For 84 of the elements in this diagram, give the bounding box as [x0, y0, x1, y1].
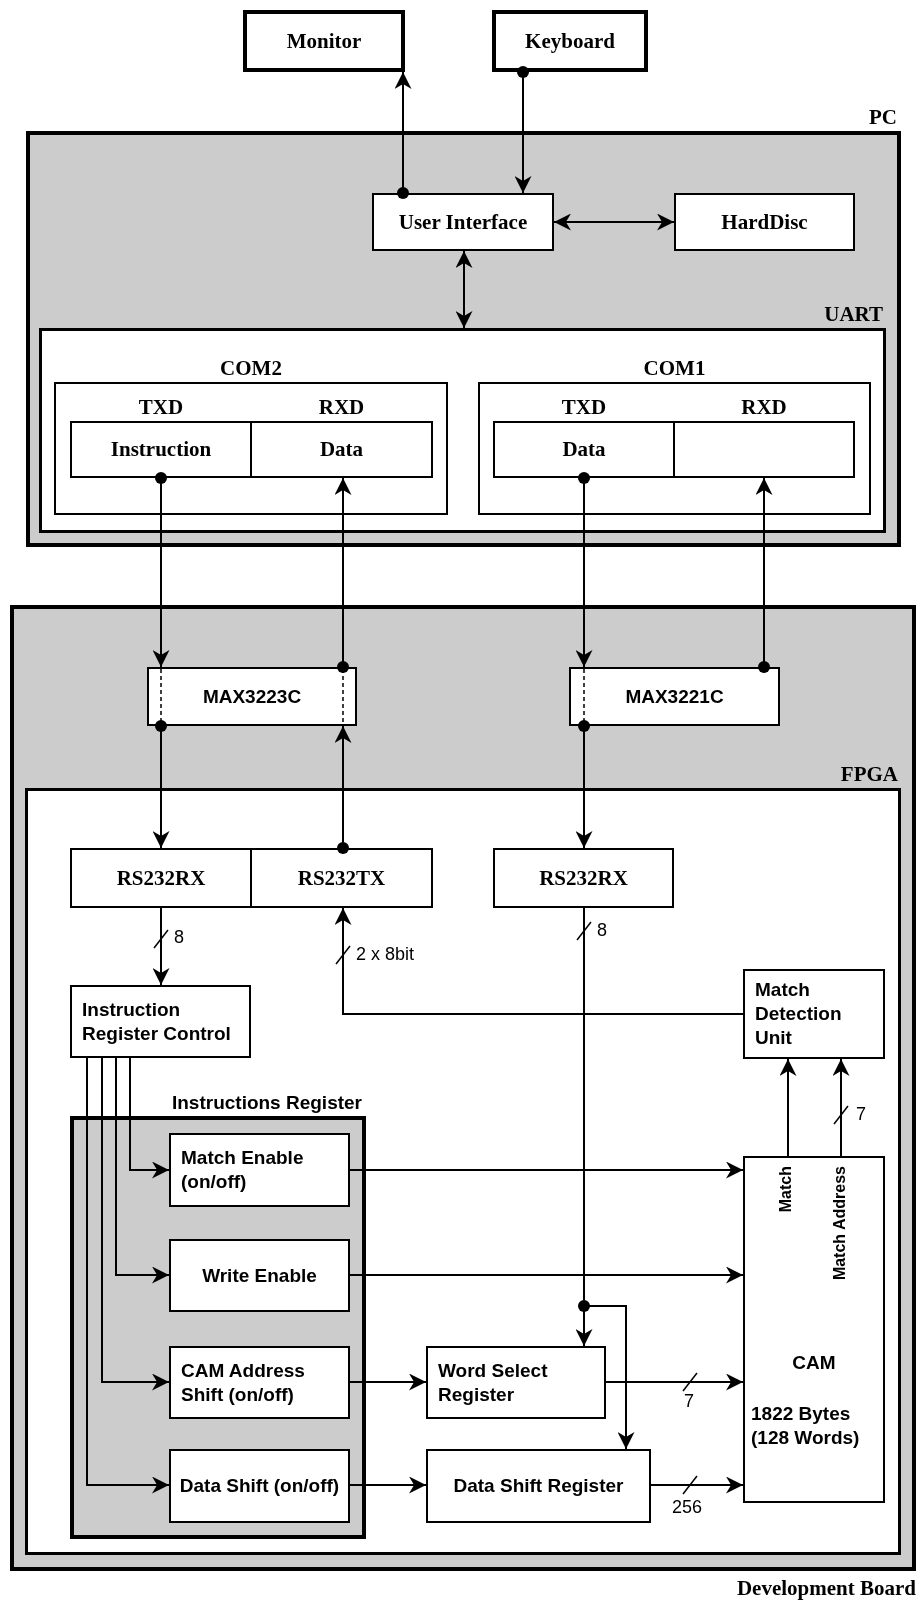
edge-label: 7 — [856, 1103, 866, 1126]
arrow — [349, 1373, 427, 1391]
arrow — [605, 1373, 744, 1391]
block-box — [674, 193, 855, 251]
arrow — [455, 250, 473, 329]
heading-label: COM1 — [642, 354, 707, 381]
heading-label: COM2 — [219, 354, 283, 381]
edge-label: 2 x 8bit — [356, 943, 415, 966]
arrow — [334, 725, 352, 854]
box-label: Monitor — [286, 27, 362, 55]
heading-label: Development Board — [736, 1575, 916, 1602]
box-label: Keyboard — [525, 27, 615, 55]
arrow — [152, 720, 170, 849]
block-box — [70, 848, 252, 908]
box-label: RS232RX — [116, 864, 206, 892]
block-box — [70, 985, 251, 1058]
box-label: Write Enable — [202, 1263, 317, 1288]
signal-label: Match — [778, 1166, 794, 1213]
block-box — [569, 667, 780, 726]
edge-label: 7 — [684, 1390, 694, 1413]
block-box — [169, 1239, 350, 1312]
heading-label: UART — [824, 300, 883, 327]
box-label: Instruction — [110, 436, 212, 463]
arrow — [101, 1057, 170, 1391]
arrow — [514, 66, 532, 194]
arrow — [650, 1476, 744, 1494]
heading-label: TXD — [137, 393, 185, 420]
box-label: Data Shift Register — [453, 1474, 624, 1498]
arrow — [553, 213, 675, 231]
arrow — [334, 907, 744, 1015]
block-box — [250, 848, 433, 908]
edge-label: 8 — [597, 919, 607, 942]
block-box — [743, 1156, 885, 1503]
arrow — [575, 720, 593, 849]
block-box — [743, 969, 885, 1059]
box-label: Match Enable (on/off) — [181, 1146, 305, 1194]
block-box — [426, 1346, 606, 1419]
arrow — [349, 1476, 427, 1494]
block-box — [492, 10, 648, 72]
box-label: CAM Address Shift (on/off) — [181, 1358, 306, 1407]
box-label: Data Shift (on/off) — [179, 1474, 340, 1498]
heading-label: PC — [869, 103, 897, 130]
heading-label: RXD — [317, 393, 366, 420]
box-label: RS232RX — [539, 864, 628, 892]
arrow — [349, 1266, 744, 1284]
box-label: Word Select Register — [438, 1358, 549, 1407]
box-label: Data — [562, 436, 606, 463]
arrow — [755, 477, 773, 673]
box-label: CAM — [791, 1351, 837, 1375]
edge-label: 256 — [672, 1496, 703, 1519]
arrow — [115, 1057, 170, 1284]
arrow — [575, 472, 593, 668]
block-box — [372, 193, 554, 251]
box-label: RS232TX — [297, 864, 386, 892]
box-label: User Interface — [398, 208, 528, 236]
box-label: MAX3223C — [202, 684, 302, 709]
block-box — [169, 1346, 350, 1419]
block-box — [426, 1449, 651, 1523]
block-box — [493, 848, 674, 908]
arrow — [832, 1058, 850, 1157]
box-label: Match Detection Unit — [755, 978, 843, 1050]
edge-label: 8 — [174, 926, 184, 949]
arrow — [349, 1161, 744, 1179]
arrow — [152, 907, 170, 986]
signal-label: Match Address — [832, 1166, 848, 1281]
box-label: Data — [319, 436, 364, 463]
arrow — [152, 472, 170, 668]
arrow — [86, 1057, 170, 1494]
block-box — [243, 10, 405, 72]
box-label: Instruction Register Control — [82, 997, 232, 1046]
heading-label: TXD — [560, 393, 608, 420]
heading-label: Instructions Register — [171, 1091, 362, 1115]
heading-label: RXD — [740, 393, 788, 420]
arrow — [334, 477, 352, 673]
box-label: MAX3221C — [625, 684, 724, 709]
box-label: 1822 Bytes (128 Words) — [751, 1402, 861, 1450]
heading-label: FPGA — [840, 760, 898, 787]
block-box — [147, 667, 357, 726]
arrow — [779, 1058, 797, 1157]
block-box — [169, 1133, 350, 1207]
arrow — [129, 1057, 170, 1179]
arrow — [394, 71, 412, 199]
box-label: HardDisc — [721, 208, 808, 236]
block-box — [169, 1449, 350, 1523]
